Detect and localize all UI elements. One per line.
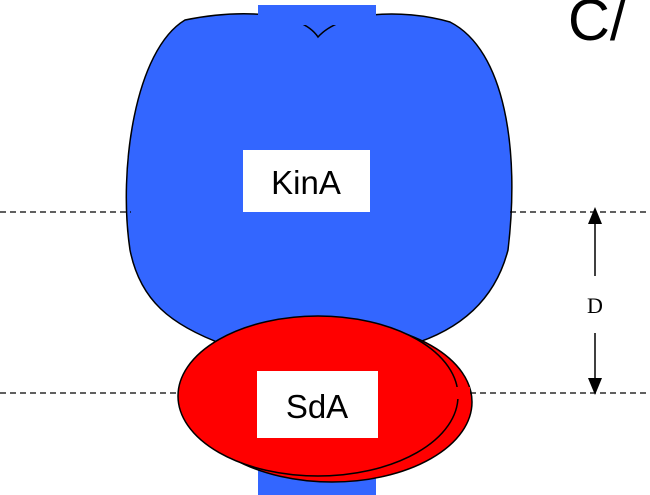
corner-label: C/	[568, 0, 627, 53]
inhibitor-label-box	[257, 371, 378, 438]
inhibitor-label: SdA	[286, 388, 348, 425]
kinase-label: KinA	[271, 164, 341, 201]
distance-arrowhead-up	[588, 207, 602, 224]
kinase-stalk-overlay	[258, 5, 376, 25]
distance-label: D	[587, 293, 603, 318]
kinase-label-box	[243, 150, 370, 212]
distance-arrowhead-down	[588, 378, 602, 395]
